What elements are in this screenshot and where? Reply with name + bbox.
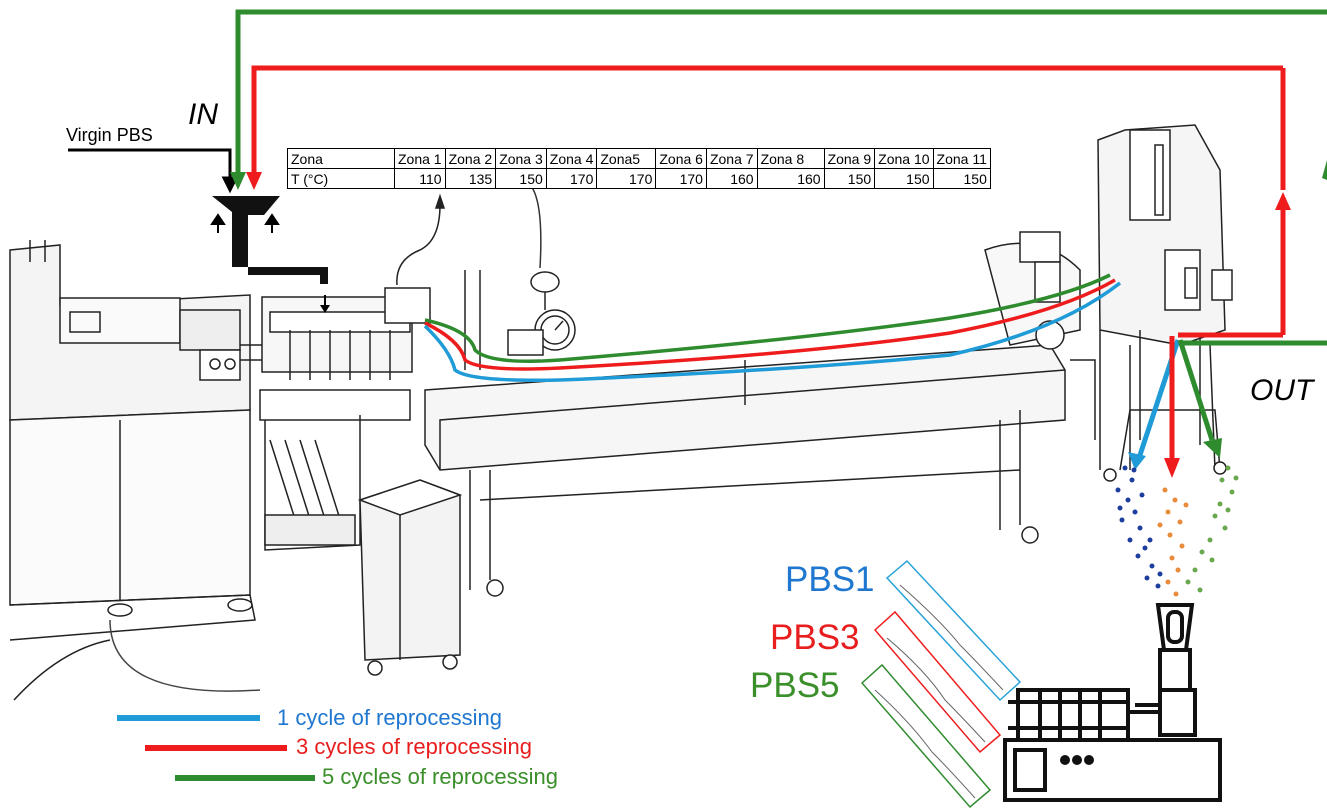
table-header-cell: Zona 3	[496, 149, 547, 169]
legend-label-1-cycle: 1 cycle of reprocessing	[277, 707, 502, 729]
table-header-cell: Zona 6	[656, 149, 707, 169]
red-loop-arrowhead-down	[246, 172, 262, 190]
table-values-row: T (°C) 110 135 150 170 170 170 160 160 1…	[288, 169, 991, 189]
sample-label-pbs3: PBS3	[770, 620, 860, 655]
sample-label-pbs1: PBS1	[785, 562, 875, 597]
pellets-orange	[1158, 488, 1189, 597]
table-value-cell: 150	[824, 169, 875, 189]
table-value-cell: 150	[496, 169, 547, 189]
specimen-pbs1	[887, 561, 1020, 700]
sample-label-pbs5: PBS5	[750, 668, 840, 703]
temperature-profile-table: Zona Zona 1 Zona 2 Zona 3 Zona 4 Zona5 Z…	[287, 148, 991, 189]
legend-label-3-cycles: 3 cycles of reprocessing	[296, 736, 532, 758]
extruder-base	[10, 240, 260, 700]
table-header-row: Zona Zona 1 Zona 2 Zona 3 Zona 4 Zona5 Z…	[288, 149, 991, 169]
table-header-cell: Zona 2	[445, 149, 496, 169]
table-header-cell: Zona 1	[395, 149, 446, 169]
injection-molding-machine	[1005, 605, 1220, 800]
table-header-cell: Zona 10	[875, 149, 933, 169]
table-value-cell: 160	[706, 169, 757, 189]
table-header-cell: Zona 9	[824, 149, 875, 169]
virgin-pbs-label: Virgin PBS	[66, 126, 153, 144]
table-value-cell: 160	[757, 169, 824, 189]
output-label: OUT	[1250, 376, 1313, 406]
pellets-blue	[1116, 466, 1163, 589]
table-header-cell: Zona	[288, 149, 395, 169]
table-pointer-arrow	[397, 196, 444, 285]
red-loop-arrowhead-up	[1275, 192, 1291, 210]
table-value-cell: 170	[546, 169, 597, 189]
table-header-cell: Zona 7	[706, 149, 757, 169]
specimen-pbs5	[862, 665, 990, 807]
table-header-cell: Zona 11	[933, 149, 990, 169]
virgin-feed-arrow	[68, 150, 236, 190]
table-value-cell: 170	[597, 169, 656, 189]
table-value-cell: 170	[656, 169, 707, 189]
control-cart	[360, 480, 460, 675]
pellets-green	[1186, 466, 1239, 593]
table-value-cell: 150	[933, 169, 990, 189]
green-loop-return-tip	[1322, 160, 1327, 180]
output-green-arrowhead	[1203, 438, 1222, 458]
output-red-arrowhead	[1164, 458, 1180, 478]
machinery-drawing	[10, 125, 1232, 700]
table-value-cell: 150	[875, 169, 933, 189]
cooling-trough	[425, 345, 1065, 596]
table-header-cell: Zona 4	[546, 149, 597, 169]
table-header-cell: Zona5	[597, 149, 656, 169]
table-value-cell: 135	[445, 169, 496, 189]
table-value-cell: T (°C)	[288, 169, 395, 189]
table-value-cell: 110	[395, 169, 446, 189]
legend-label-5-cycles: 5 cycles of reprocessing	[322, 766, 558, 788]
pressure-gauge	[465, 180, 575, 370]
table-header-cell: Zona 8	[757, 149, 824, 169]
input-label: IN	[188, 100, 218, 130]
